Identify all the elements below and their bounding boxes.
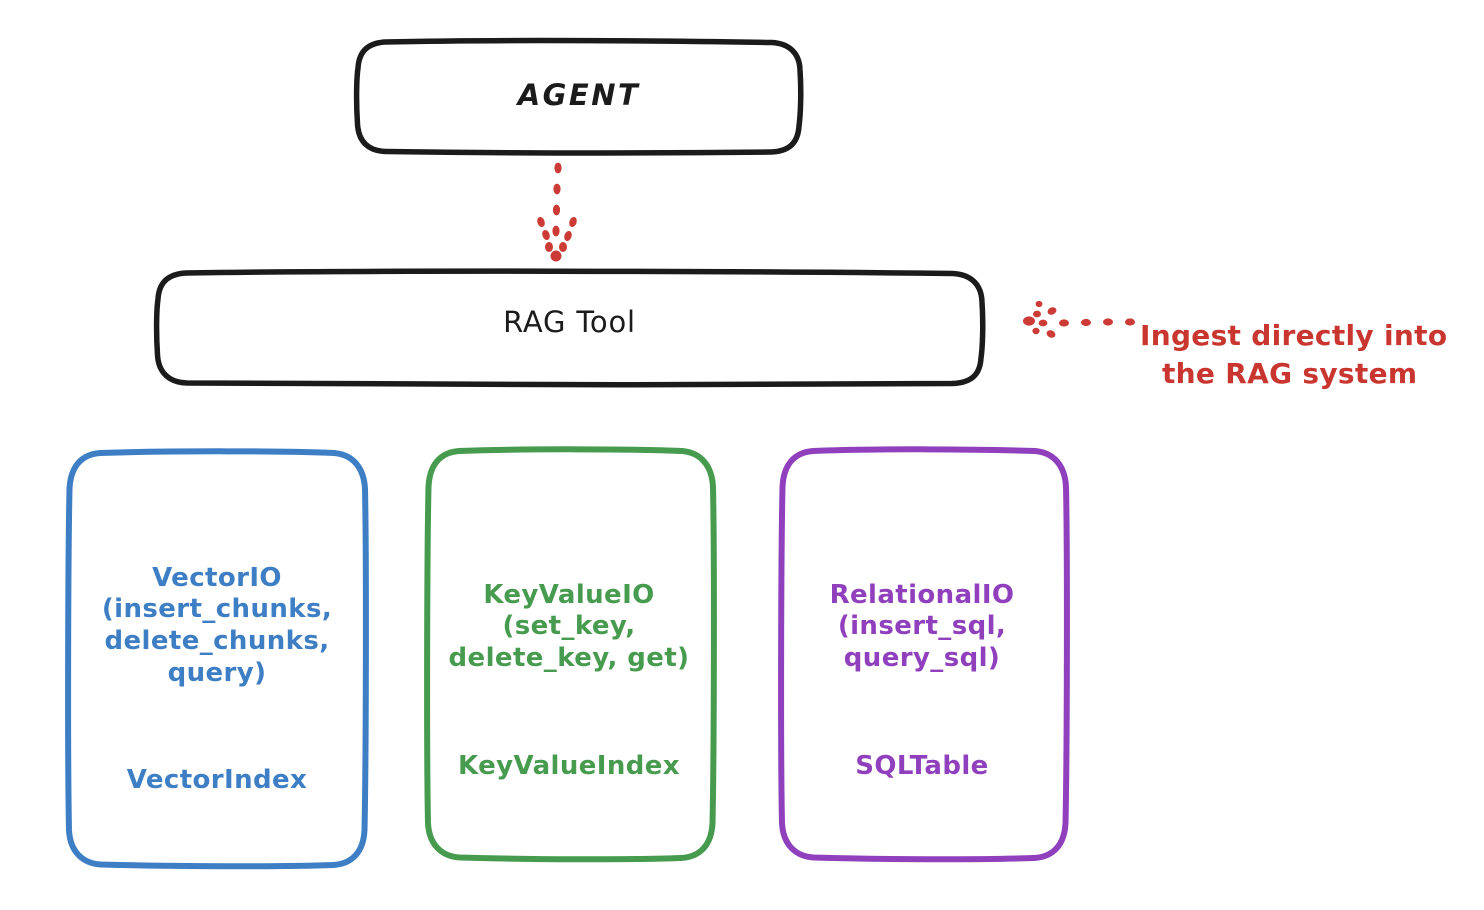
vector-io-node[interactable] bbox=[65, 448, 369, 870]
key-value-io-node[interactable] bbox=[424, 446, 717, 863]
relational-io-box-outline bbox=[778, 446, 1070, 863]
rag-tool-box-outline bbox=[153, 268, 986, 388]
rag-tool-node[interactable] bbox=[153, 268, 986, 388]
key-value-io-box-outline bbox=[424, 446, 717, 863]
agent-box-outline bbox=[353, 37, 804, 156]
vector-io-box-outline bbox=[65, 448, 369, 870]
agent-node[interactable] bbox=[353, 37, 804, 156]
ingest-connector bbox=[1023, 300, 1135, 338]
agent-to-rag-tool-connector bbox=[537, 162, 577, 262]
relational-io-node[interactable] bbox=[778, 446, 1070, 863]
